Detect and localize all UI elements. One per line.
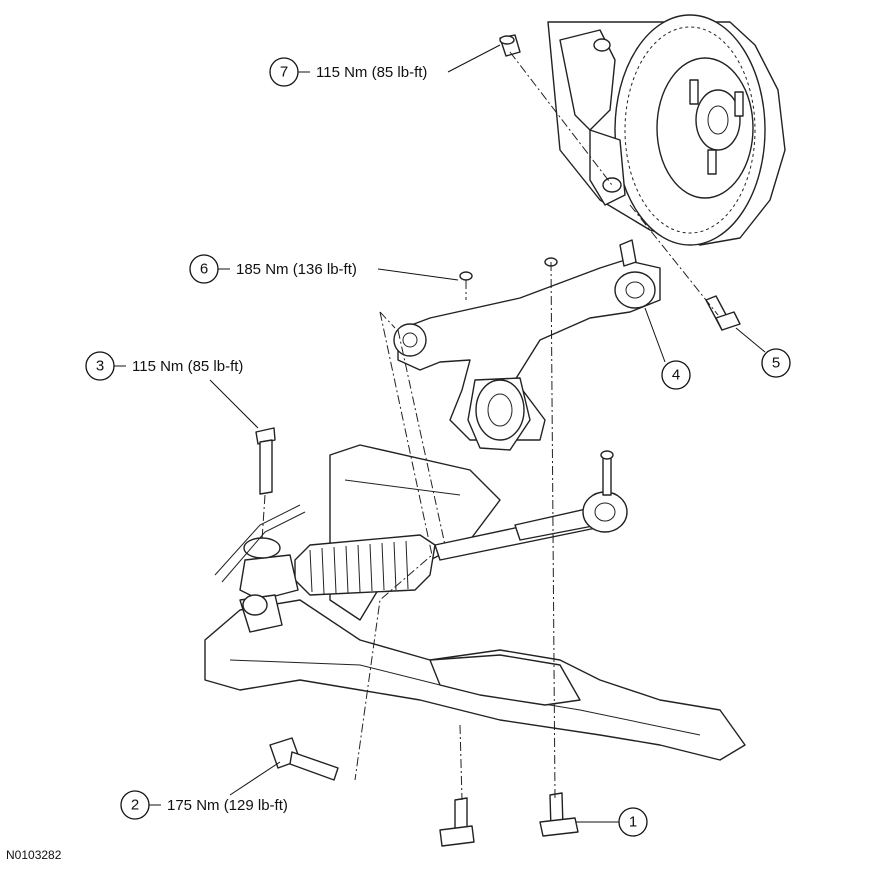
callout-6-torque: 185 Nm (136 lb-ft) [236,261,357,278]
callout-3-torque: 115 Nm (85 lb-ft) [132,358,243,375]
lower-control-arm [393,239,661,451]
callout-2-torque: 175 Nm (129 lb-ft) [167,797,288,814]
callout-1-number: 1 [629,814,637,831]
callout-4: 4 [644,307,691,390]
callout-3: 3 115 Nm (85 lb-ft) [85,351,259,429]
callout-5: 5 [735,327,791,378]
callout-7: 7 115 Nm (85 lb-ft) [269,44,501,87]
callout-1-circle [618,807,648,837]
callout-5-circle [761,348,791,378]
callout-5-number: 5 [772,355,780,372]
callout-4-number: 4 [672,367,680,384]
callout-4-circle [661,360,691,390]
figure-id: N0103282 [6,848,62,862]
upper-knuckle-bolt [499,34,521,57]
callout-3-number: 3 [96,358,104,375]
callout-7-number: 7 [280,64,288,81]
steering-gear-bolt [255,427,276,495]
subframe-bolt-front [269,737,339,781]
assembly-lines [261,51,719,801]
callout-1: 1 [576,807,648,837]
control-arm-bolt-rear [539,792,579,837]
ball-joint-bolt [705,295,741,331]
callout-7-torque: 115 Nm (85 lb-ft) [316,64,427,81]
brake-disc-knuckle-assembly [547,14,786,246]
callout-2: 2 175 Nm (129 lb-ft) [120,761,288,820]
control-arm-bolt-front [439,797,475,847]
callout-6-number: 6 [200,261,208,278]
callout-2-number: 2 [131,797,139,814]
steering-gear [214,450,628,633]
callout-6: 6 185 Nm (136 lb-ft) [189,254,459,284]
subframe [204,444,746,761]
